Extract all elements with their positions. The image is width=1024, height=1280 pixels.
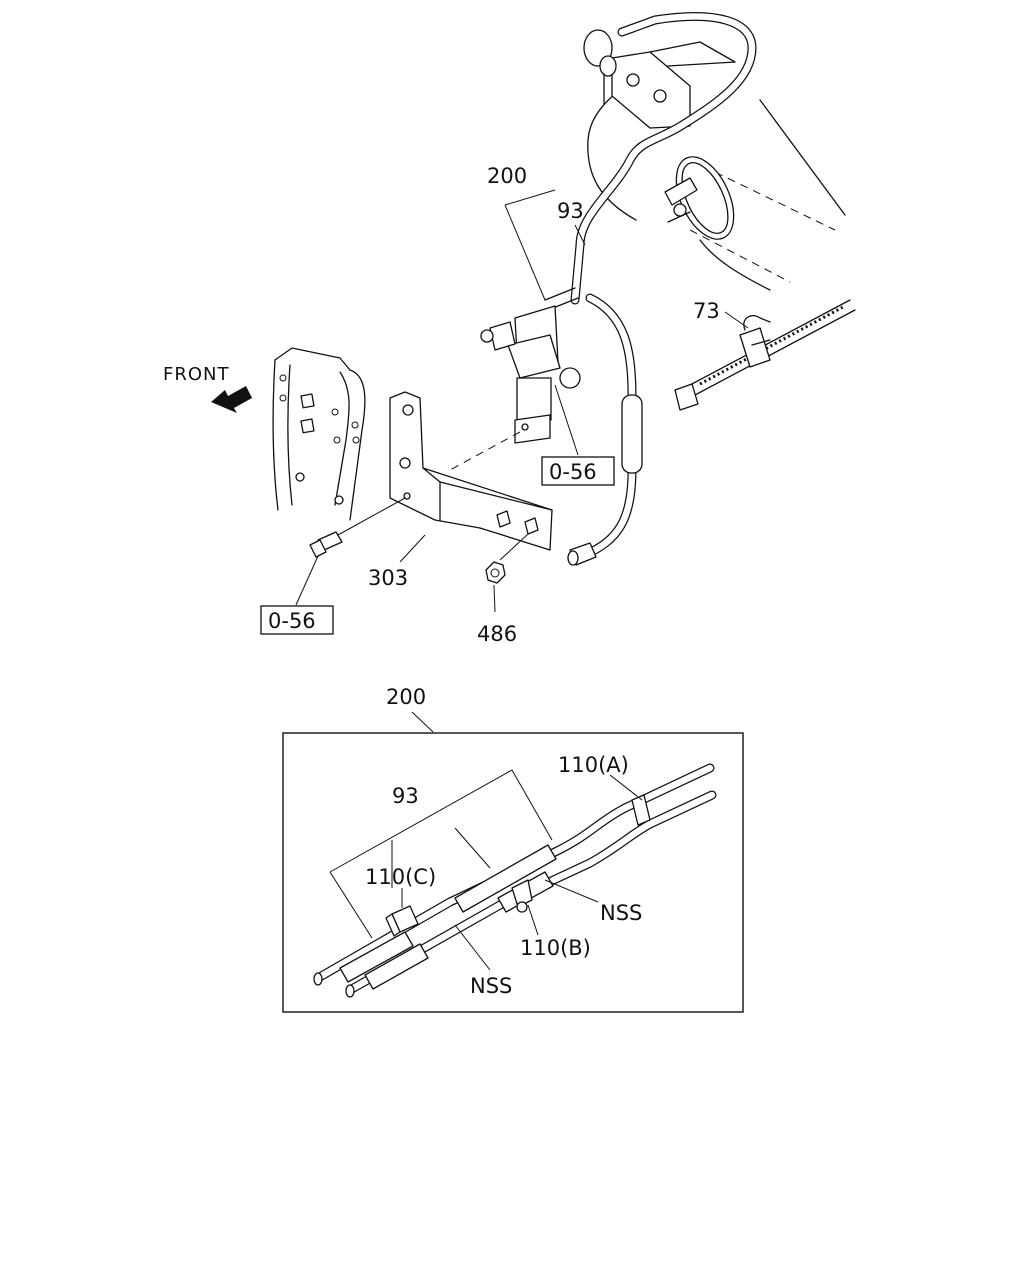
front-arrow — [211, 386, 252, 413]
front-label: FRONT — [163, 364, 230, 385]
callout-200-detail: 200 — [386, 685, 426, 709]
callout-200-top: 200 — [487, 164, 527, 188]
leader-lines — [399, 189, 586, 563]
detail-label-nss-bottom: NSS — [470, 974, 512, 998]
callout-93-top: 93 — [557, 199, 584, 223]
bolt-0-56 — [295, 531, 343, 606]
clip-73 — [674, 299, 856, 411]
ref-upper-label: 0-56 — [549, 460, 597, 484]
detail-label-93: 93 — [392, 784, 419, 808]
callout-303: 303 — [368, 566, 408, 590]
detail-label-110c: 110(C) — [365, 865, 436, 889]
detail-leader-lines — [329, 769, 643, 971]
callout-73: 73 — [693, 299, 720, 323]
nut-486 — [485, 561, 506, 613]
callout-486: 486 — [477, 622, 517, 646]
ref-box-lower — [260, 605, 334, 635]
detail-label-110a: 110(A) — [558, 753, 629, 777]
frame-rail — [272, 347, 366, 521]
bracket-303 — [337, 391, 553, 561]
ref-lower-label: 0-56 — [268, 609, 316, 633]
detail-leader-200 — [411, 711, 434, 733]
sensor-block — [449, 305, 581, 471]
sensor-hose — [544, 12, 757, 566]
ref-box-upper — [541, 456, 615, 486]
exhaust-assembly — [583, 29, 846, 291]
detail-box — [282, 732, 744, 1013]
detail-label-nss-right: NSS — [600, 901, 642, 925]
detail-pipes — [313, 763, 717, 998]
detail-label-110b: 110(B) — [520, 936, 591, 960]
detail-clips — [385, 794, 651, 937]
